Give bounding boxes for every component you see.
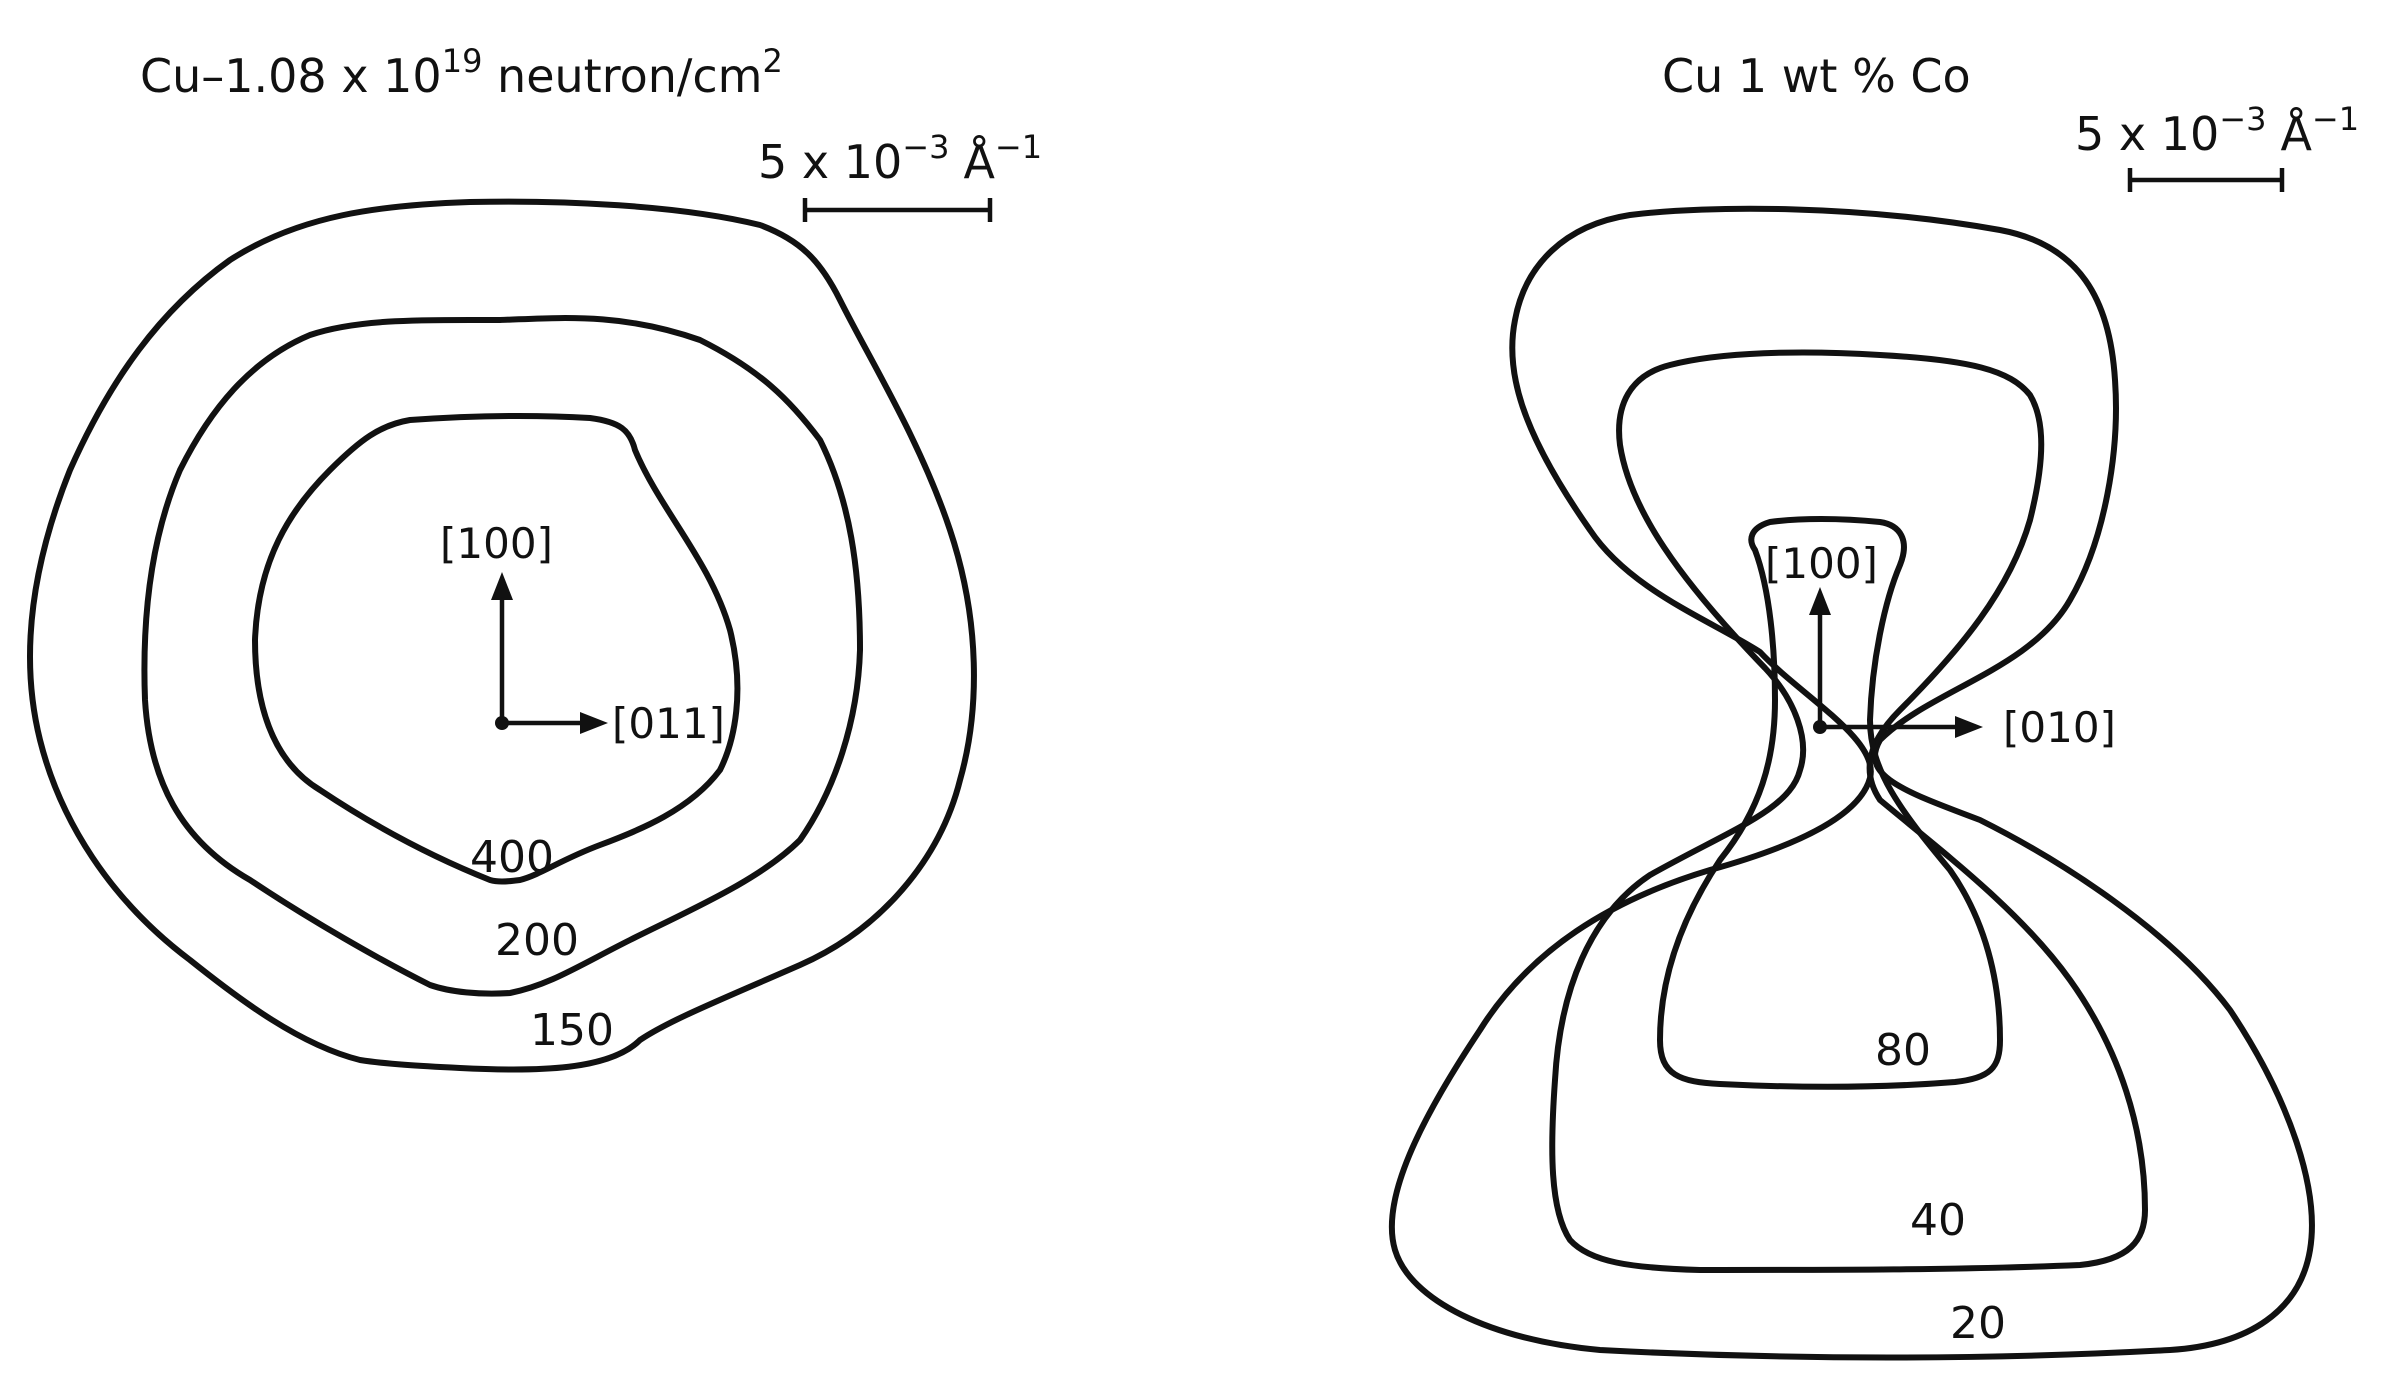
left-origin-dot (495, 716, 509, 730)
contour-150 (27, 198, 977, 1073)
left-up-arrowhead (491, 572, 513, 600)
left-scale-label: 5 x 10−3 Å−1 (758, 128, 1042, 189)
right-axis-right-label: [010] (2003, 703, 2116, 752)
contour-label-80: 80 (1875, 1025, 1931, 1076)
left-title-suffix-exponent: 2 (763, 42, 783, 80)
contour-20 (1388, 205, 2315, 1361)
left-scale-unit: Å (963, 135, 995, 189)
right-right-arrowhead (1955, 716, 1983, 738)
left-scale-unit-exponent: −1 (995, 128, 1042, 166)
right-scale-label: 5 x 10−3 Å−1 (2075, 100, 2359, 161)
right-scale-value: 5 x 10 (2075, 107, 2219, 161)
left-title-prefix: Cu–1.08 x 10 (140, 49, 442, 103)
left-title: Cu–1.08 x 1019 neutron/cm2 (140, 42, 783, 103)
left-title-exponent: 19 (442, 42, 483, 80)
right-axes: [100] [010] (1765, 539, 2116, 752)
left-axis-right-label: [011] (612, 699, 725, 748)
contour-label-20: 20 (1950, 1298, 2006, 1349)
right-scale-exponent: −3 (2219, 100, 2266, 138)
contour-label-200: 200 (495, 915, 579, 966)
right-origin-dot (1813, 720, 1827, 734)
right-title: Cu 1 wt % Co (1662, 49, 1971, 103)
contour-40 (1549, 349, 2148, 1273)
right-scale-unit-exponent: −1 (2312, 100, 2359, 138)
left-right-arrowhead (580, 712, 608, 734)
left-panel: Cu–1.08 x 1019 neutron/cm2 5 x 10−3 Å−1 4… (27, 42, 1042, 1073)
right-panel: Cu 1 wt % Co 5 x 10−3 Å−1 80 40 20 [100] … (1388, 49, 2359, 1361)
contour-80 (1657, 516, 2003, 1090)
contour-200 (141, 315, 863, 997)
right-scale-unit: Å (2280, 107, 2312, 161)
left-scale-exponent: −3 (902, 128, 949, 166)
right-up-arrowhead (1809, 587, 1831, 615)
left-scale-value: 5 x 10 (758, 135, 902, 189)
right-scale-bar (2127, 168, 2285, 192)
contour-label-150: 150 (530, 1005, 614, 1056)
contour-label-400: 400 (470, 832, 554, 883)
left-axis-up-label: [100] (440, 519, 553, 568)
left-scale-bar (802, 198, 993, 222)
contour-400 (252, 412, 741, 885)
left-axes: [100] [011] (440, 519, 725, 748)
contour-label-40: 40 (1910, 1195, 1966, 1246)
right-axis-up-label: [100] (1765, 539, 1878, 588)
left-title-suffix: neutron/cm (482, 49, 762, 103)
